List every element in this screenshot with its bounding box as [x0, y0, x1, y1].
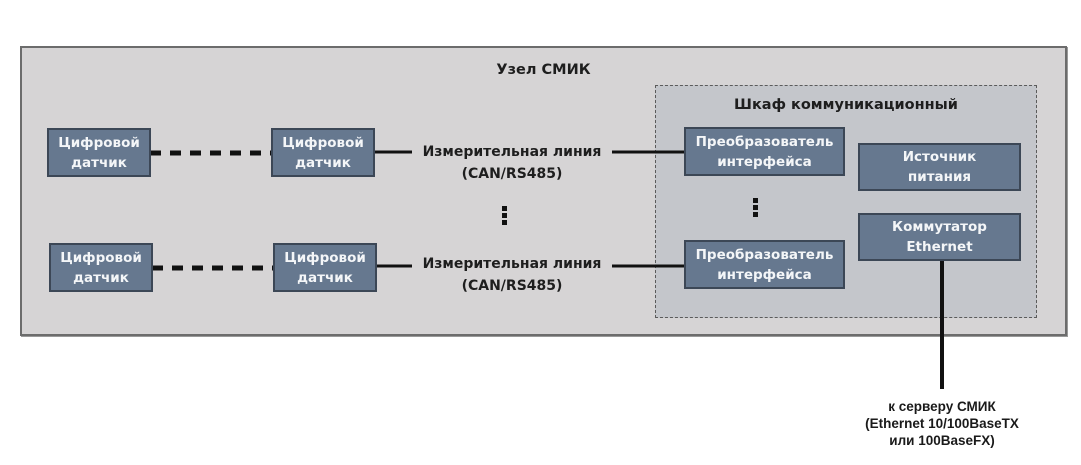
ellipsis-converters-icon — [753, 198, 758, 217]
server-link-protocol: (Ethernet 10/100BaseTX — [865, 416, 1019, 431]
power-supply-label: Источник — [902, 149, 977, 165]
interface-converter-label: интерфейса — [717, 153, 812, 170]
measurement-line-protocol: (CAN/RS485) — [461, 166, 563, 182]
digital-sensor-label: датчик — [297, 269, 353, 286]
measurement-line-name: Измерительная линия — [422, 144, 602, 160]
digital-sensor-2: Цифровой датчик — [271, 128, 375, 177]
digital-sensor-label: датчик — [295, 154, 351, 171]
interface-converter-label: Преобразователь — [695, 246, 834, 263]
interface-converter-2: Преобразователь интерфейса — [684, 240, 845, 289]
interface-converter-label: Преобразователь — [695, 133, 834, 150]
server-link-protocol-alt: или 100BaseFX) — [889, 433, 995, 448]
digital-sensor-3: Цифровой датчик — [49, 243, 153, 292]
ethernet-switch-label: Коммутатор — [892, 219, 987, 235]
measurement-line-protocol: (CAN/RS485) — [461, 278, 563, 294]
power-supply: Источник питания — [858, 143, 1021, 191]
digital-sensor-label: Цифровой — [60, 249, 142, 266]
digital-sensor-1: Цифровой датчик — [47, 128, 151, 177]
smik-node-title: Узел СМИК — [496, 62, 591, 78]
ethernet-switch: Коммутатор Ethernet — [858, 213, 1021, 261]
ethernet-switch-label: Ethernet — [906, 239, 973, 255]
server-link-label: к серверу СМИК (Ethernet 10/100BaseTX ил… — [844, 398, 1040, 449]
ellipsis-lines-icon — [502, 206, 507, 225]
digital-sensor-label: Цифровой — [58, 134, 140, 151]
digital-sensor-4: Цифровой датчик — [273, 243, 377, 292]
digital-sensor-label: датчик — [71, 154, 127, 171]
measurement-line-name: Измерительная линия — [422, 256, 602, 272]
server-link-destination: к серверу СМИК — [888, 399, 996, 414]
measurement-line-1-label: Измерительная линия (CAN/RS485) — [412, 141, 612, 185]
interface-converter-1: Преобразователь интерфейса — [684, 127, 845, 176]
digital-sensor-label: Цифровой — [282, 134, 364, 151]
digital-sensor-label: Цифровой — [284, 249, 366, 266]
interface-converter-label: интерфейса — [717, 266, 812, 283]
power-supply-label: питания — [907, 169, 972, 185]
measurement-line-2-label: Измерительная линия (CAN/RS485) — [412, 253, 612, 297]
communication-cabinet-title: Шкаф коммуникационный — [734, 97, 958, 113]
digital-sensor-label: датчик — [73, 269, 129, 286]
